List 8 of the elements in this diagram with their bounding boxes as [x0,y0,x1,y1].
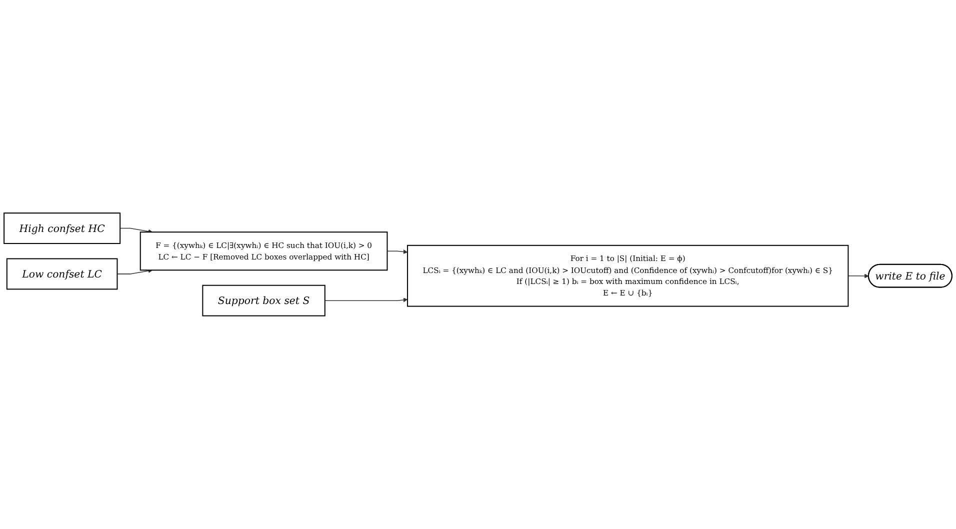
arrow [324,298,408,302]
arrow [848,274,869,278]
arrow [116,268,153,274]
node-box: Low confset LC [6,258,118,290]
node-box: High confset HC [4,212,121,244]
arrow [120,228,153,234]
arrow [386,250,408,254]
node-box: Support box set S [202,284,326,316]
